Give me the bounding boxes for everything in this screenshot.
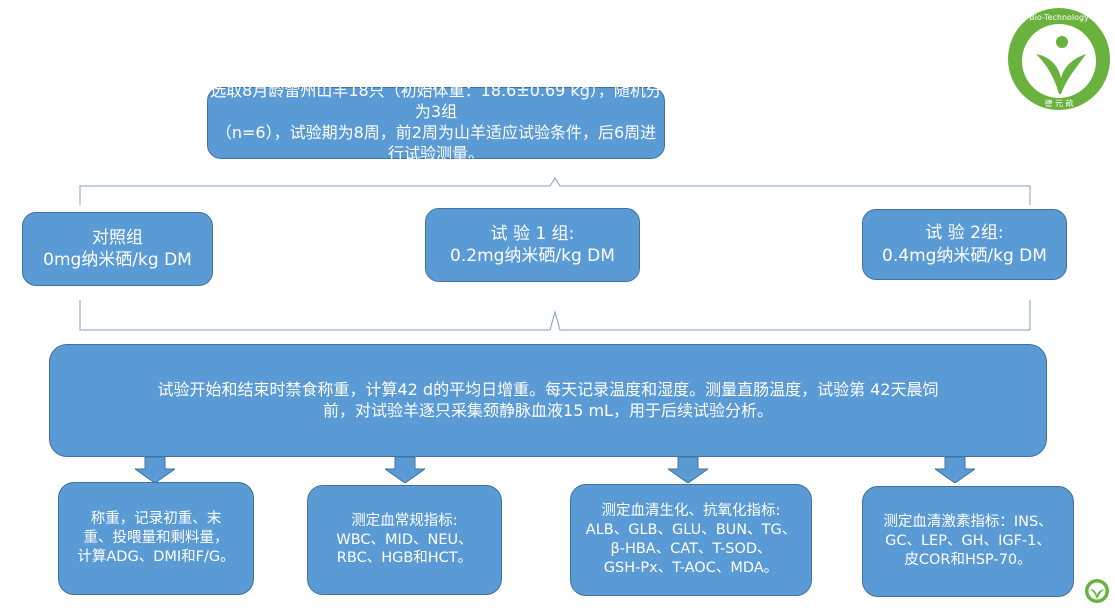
down-arrow-icon — [385, 457, 425, 483]
down-arrow-icon — [135, 457, 175, 483]
measure-box-hormone: 测定血清激素指标：INS、 GC、LEP、GH、IGF-1、 皮COR和HSP-… — [862, 486, 1074, 597]
group-box-trial-2: 试 验 2组:0.4mg纳米硒/kg DM — [862, 209, 1067, 280]
measure-text: 测定血清激素指标：INS、 GC、LEP、GH、IGF-1、 皮COR和HSP-… — [883, 514, 1053, 568]
group-title: 对照组 — [91, 227, 143, 248]
group-title: 试 验 2组: — [925, 223, 1004, 244]
procedure-box: 试验开始和结束时禁食称重，计算42 d的平均日增重。每天记录温度和湿度。测量直肠… — [49, 344, 1047, 457]
group-dose: 0.4mg纳米硒/kg DM — [882, 245, 1047, 266]
svg-text:Bio-Technology: Bio-Technology — [1029, 13, 1089, 22]
svg-text:德 元 畝: 德 元 畝 — [1044, 98, 1073, 108]
small-logo-icon — [1084, 578, 1110, 604]
intro-box: 选取8月龄雷州山羊18只（初始体重：18.6±0.69 kg），随机分为3组 （… — [207, 81, 665, 163]
group-dose: 0.2mg纳米硒/kg DM — [450, 246, 615, 266]
measure-text: 称重，记录初重、末 重、投喂量和剩料量， 计算ADG、DMI和F/G。 — [77, 511, 235, 565]
measure-text: 测定血常规指标: WBC、MID、NEU、 RBC、HGB和HCT。 — [336, 512, 473, 567]
measure-box-weight: 称重，记录初重、末 重、投喂量和剩料量， 计算ADG、DMI和F/G。 — [58, 482, 254, 595]
measure-box-biochem: 测定血清生化、抗氧化指标: ALB、GLB、GLU、BUN、TG、 β-HBA、… — [570, 484, 812, 596]
intro-text: 选取8月龄雷州山羊18只（初始体重：18.6±0.69 kg），随机分为3组 （… — [210, 81, 662, 163]
company-logo: Bio-Technology 德 元 畝 — [1006, 6, 1112, 112]
measure-box-blood-routine: 测定血常规指标: WBC、MID、NEU、 RBC、HGB和HCT。 — [307, 485, 502, 595]
group-box-trial-1: 试 验 1 组:0.2mg纳米硒/kg DM — [425, 208, 640, 282]
down-arrow-icon — [935, 457, 975, 483]
down-arrow-icon — [668, 457, 708, 483]
procedure-text: 试验开始和结束时禁食称重，计算42 d的平均日增重。每天记录温度和湿度。测量直肠… — [157, 379, 939, 420]
measure-text: 测定血清生化、抗氧化指标: ALB、GLB、GLU、BUN、TG、 β-HBA、… — [585, 503, 797, 576]
group-dose: 0mg纳米硒/kg DM — [43, 250, 192, 270]
group-title: 试 验 1 组: — [490, 223, 575, 244]
